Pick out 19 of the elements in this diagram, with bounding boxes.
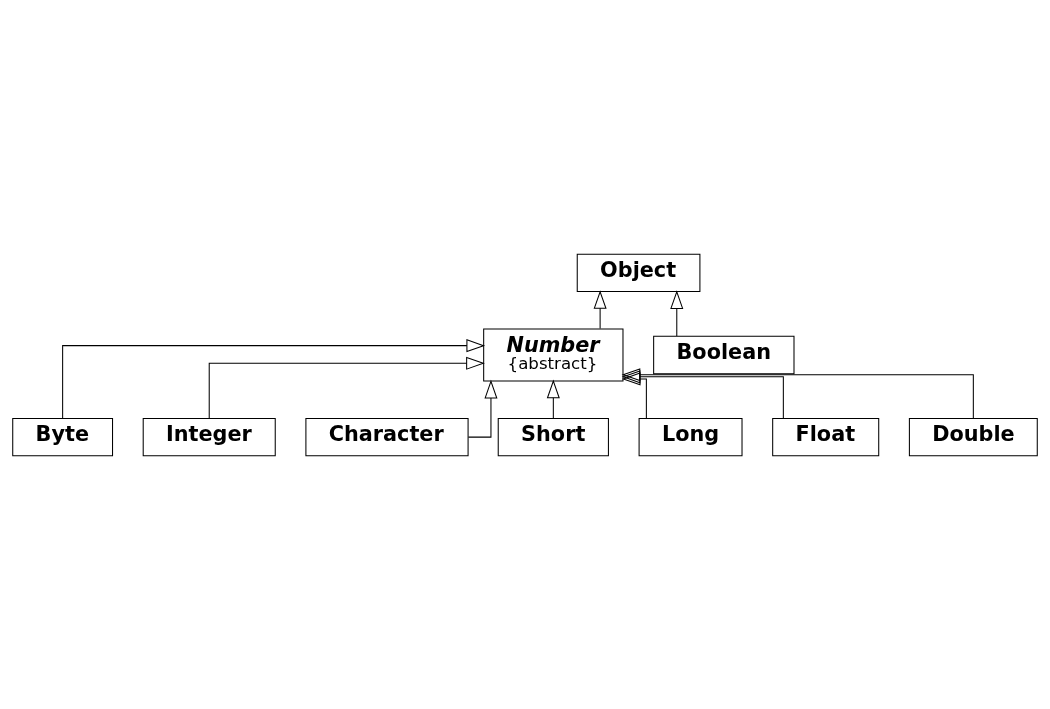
- arrow: [621, 367, 974, 419]
- arrow: [546, 379, 560, 419]
- node-box: Byte: [12, 417, 114, 456]
- node-box: Integer: [142, 417, 276, 456]
- arrow: [62, 338, 486, 419]
- node-box: Double: [908, 417, 1038, 456]
- node-box: Long: [638, 417, 743, 456]
- arrow: [467, 379, 498, 438]
- node-box: Object: [576, 253, 701, 292]
- node-box: Boolean: [653, 335, 795, 374]
- arrow: [621, 371, 647, 419]
- arrow: [593, 289, 607, 329]
- arrow: [208, 356, 485, 419]
- node-box: Float: [772, 417, 880, 456]
- arrow: [621, 369, 784, 419]
- arrow: [670, 289, 684, 336]
- node-box: Character: [305, 417, 469, 456]
- node-box: Short: [497, 417, 609, 456]
- node-box: Number {abstract}: [483, 328, 624, 381]
